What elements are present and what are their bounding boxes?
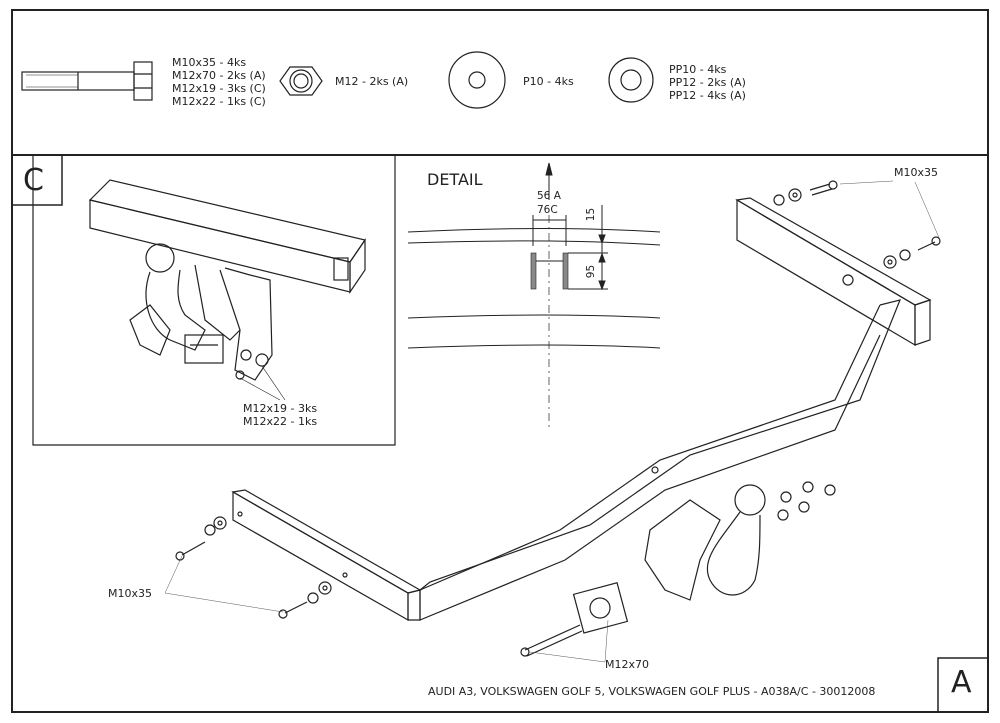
washer-icon [448, 51, 506, 109]
inset-callout-line: M12x22 - 1ks [243, 415, 318, 428]
detail-drawing [407, 162, 661, 430]
nut-spec: M12 - 2ks (A) [335, 75, 409, 88]
inset-frame [32, 155, 396, 446]
inset-callout-line: M12x19 - 3ks [243, 402, 318, 415]
bolt-spec: M12x70 - 2ks (A) [172, 69, 266, 82]
spring-washer-spec: PP12 - 4ks (A) [669, 89, 746, 102]
bolt-icon [21, 61, 153, 101]
label-box-a [937, 657, 989, 713]
bolt-spec: M10x35 - 4ks [172, 56, 247, 69]
inset-label: C [23, 163, 44, 198]
leader-lines [164, 180, 941, 663]
nut-icon [279, 66, 323, 96]
callout-bottom: M12x70 [605, 658, 649, 671]
dim-top: 56 A [537, 190, 561, 202]
main-hitch-ball [520, 484, 766, 657]
bolt-spec: M12x19 - 3ks (C) [172, 82, 266, 95]
dim-95: 95 [585, 264, 598, 279]
inset-callout: M12x19 - 3ks M12x22 - 1ks [243, 402, 317, 428]
main-crossbar [231, 197, 932, 622]
callout-top-right: M10x35 [894, 166, 938, 179]
label-box-c [11, 154, 63, 206]
spring-washer-spec-list: PP10 - 4ks PP12 - 2ks (A) PP12 - 4ks (A) [669, 63, 746, 102]
inset-hitch-drawing [88, 179, 366, 401]
washer-spec: P10 - 4ks [523, 75, 574, 88]
main-fasteners [175, 180, 941, 619]
dim-width: 76C [537, 204, 558, 216]
spring-washer-icon [608, 57, 654, 103]
bolt-spec-list: M10x35 - 4ks M12x70 - 2ks (A) M12x19 - 3… [172, 56, 266, 108]
detail-title: DETAIL [427, 170, 483, 189]
callout-left: M10x35 [108, 587, 152, 600]
bolt-spec: M12x22 - 1ks (C) [172, 95, 266, 108]
outer-frame [11, 9, 989, 713]
spring-washer-spec: PP10 - 4ks [669, 63, 727, 76]
spring-washer-spec: PP12 - 2ks (A) [669, 76, 746, 89]
dim-15: 15 [585, 207, 598, 222]
main-label: A [951, 665, 972, 700]
footer-title: AUDI A3, VOLKSWAGEN GOLF 5, VOLKSWAGEN G… [428, 685, 876, 698]
